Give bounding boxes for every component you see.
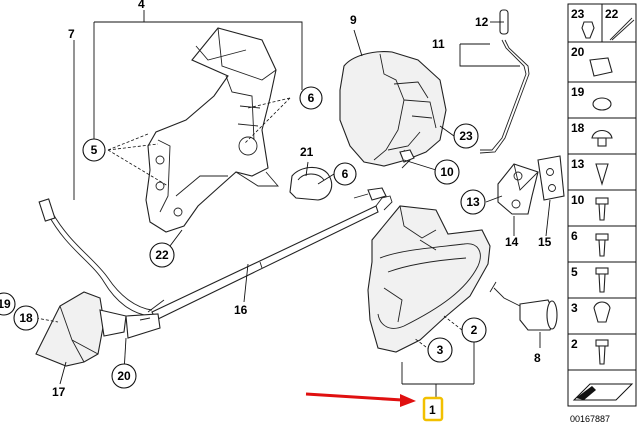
svg-text:2: 2 [471,323,478,337]
svg-text:6: 6 [308,91,315,105]
label-14: 14 [505,235,519,249]
svg-text:18: 18 [571,121,585,135]
label-11: 11 [432,37,445,51]
callout-18: 18 [13,305,39,331]
callout-13: 13 [460,189,486,215]
screw-13-icon [595,163,609,186]
screw-5-icon [595,267,609,275]
svg-text:3: 3 [437,343,444,357]
svg-text:20: 20 [117,369,131,383]
svg-text:5: 5 [571,265,578,279]
svg-text:6: 6 [342,167,349,181]
small-clip-parts [353,149,415,201]
circled-callouts: 5 6 6 22 23 10 13 19 18 20 2 3 [0,86,487,389]
grommet-3-icon [593,301,611,323]
callout-10: 10 [434,159,460,185]
label-12: 12 [475,15,489,29]
catalog-code: 00167887 [570,414,610,424]
svg-text:10: 10 [571,193,585,207]
callout-3: 3 [427,337,453,363]
callout-23: 23 [453,123,479,149]
svg-text:22: 22 [155,248,169,262]
label-15: 15 [538,235,552,249]
screw-22-icon [609,17,633,41]
label-17: 17 [52,385,66,399]
wire-rod [479,9,530,154]
svg-text:10: 10 [440,165,454,179]
bolt-23-icon [581,21,595,39]
clip-20-icon [589,57,613,77]
label-1: 1 [429,403,436,417]
highlighted-part-1: 1 [422,396,444,422]
label-7: 7 [68,27,75,41]
screw-6-icon [595,233,609,241]
outside-handle [367,205,491,353]
callout-6-upper: 6 [299,86,323,110]
svg-text:13: 13 [466,195,480,209]
svg-text:3: 3 [571,301,578,315]
svg-text:18: 18 [19,311,33,325]
cap-18-icon [591,129,613,139]
svg-text:22: 22 [605,7,619,21]
svg-text:13: 13 [571,157,585,171]
leader-lines [35,10,551,398]
bowden-cable [38,198,165,317]
svg-text:5: 5 [91,143,98,157]
lock-cylinder [489,281,558,331]
callout-22: 22 [149,242,175,268]
callout-19: 19 [0,292,16,316]
label-4: 4 [138,0,145,11]
catch-bracket-14 [497,163,539,215]
svg-text:23: 23 [571,7,585,21]
svg-text:6: 6 [571,229,578,243]
label-8: 8 [534,351,541,365]
callout-2: 2 [461,317,487,343]
label-16: 16 [234,303,248,317]
ring-part-21 [289,166,333,201]
svg-text:2: 2 [571,337,578,351]
catch-plate-15 [537,155,565,201]
bearing-bracket [35,291,161,367]
part-number-labels: 4 7 9 11 12 14 15 16 17 21 8 [52,0,552,399]
svg-text:23: 23 [459,129,473,143]
red-arrow [305,392,416,407]
plug-19-icon [592,97,612,111]
svg-text:20: 20 [571,45,585,59]
screw-2-icon [595,339,609,347]
callout-5: 5 [82,138,106,162]
svg-text:19: 19 [0,297,11,311]
label-9: 9 [350,13,357,27]
screw-10-icon [595,197,609,205]
callout-6-lower: 6 [333,162,357,186]
svg-text:19: 19 [571,85,585,99]
label-21: 21 [300,145,314,159]
small-parts-sidebar: 23 22 20 19 18 13 10 6 5 3 [567,3,637,407]
lock-cover [339,51,447,169]
callout-20: 20 [111,363,137,389]
handle-carrier-bracket [145,27,279,233]
